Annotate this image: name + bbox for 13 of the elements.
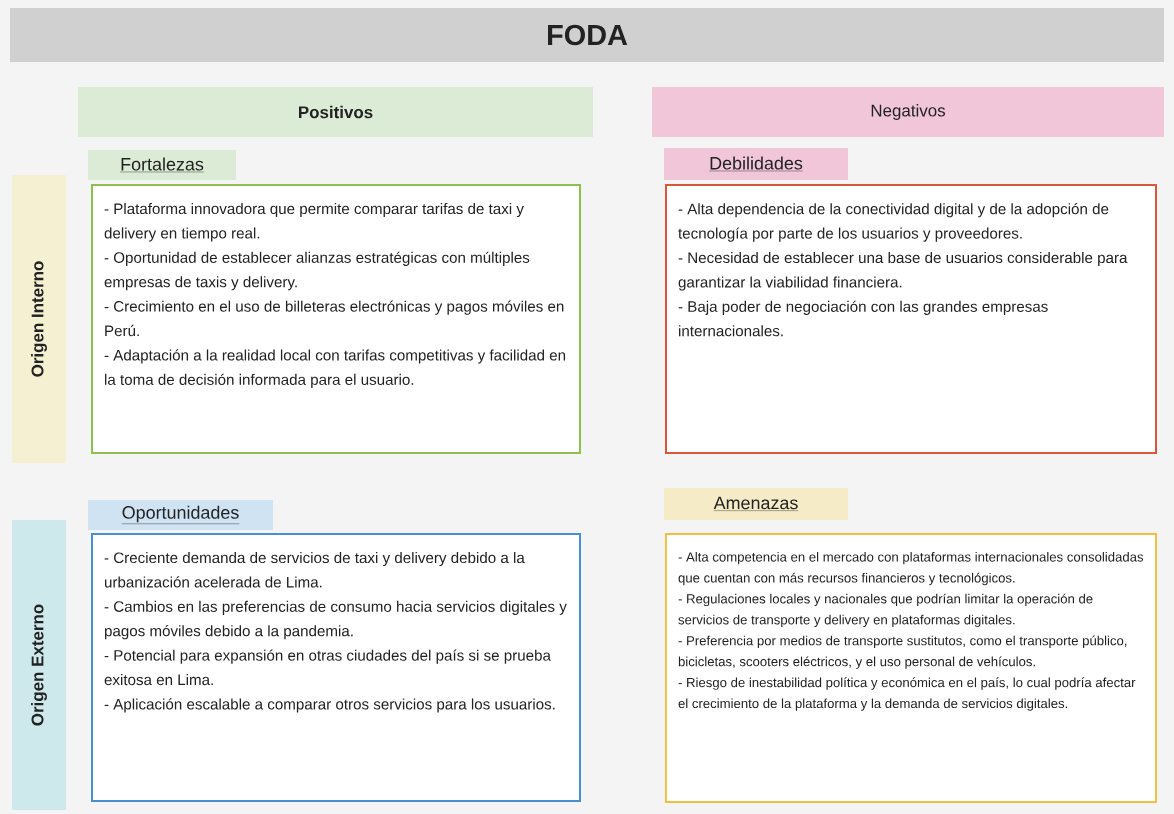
quadrant-box: Oportunidades - Creciente demanda de servicios de taxi y delivery debido a la urbanización acelerada de Lima. - Cambios en las preferencias de consumo hacia servicios digitales y pagos móviles debido a la pandemia. - Potencial para expansión en otras ciudades del país si se prueba exitosa en Lima. - Aplicación escalable a comparar otros servicios para los usuarios. <box>88 500 581 802</box>
quadrant-box: Amenazas - Alta competencia en el mercado con plataformas internacionales consolidadas que cuentan con más recursos financieros y tecnológicos. - Regulaciones locales y nacionales que podrían limitar la operación de servicios de transporte y delivery en plataformas digitales. - Preferencia por medios de transporte sustitutos, como el transporte público, bicicletas, scooters eléctricos, y el uso personal de vehículos. - Riesgo de inestabilidad política y económica en el país, lo cual podría afectar el crecimiento de la plataforma y la demanda de servicios digitales. <box>664 488 1157 803</box>
node-label: Debilidades <box>710 156 803 170</box>
node-label: Amenazas <box>713 496 798 510</box>
column-header: Negativos <box>652 87 1164 137</box>
quadrant-box: Debilidades - Alta dependencia de la conectividad digital y de la adopción de tecnología por parte de los usuarios y proveedores. - Necesidad de establecer una base de usuarios considerable para garantizar la viabilidad financiera. - Baja poder de negociación con las grandes empresas internacionales. <box>664 148 1157 454</box>
node-label: Fortalezas <box>121 157 204 171</box>
row-header: Origen Externo <box>12 520 66 810</box>
row-header: Origen Interno <box>12 175 66 463</box>
node-label: Oportunidades <box>122 505 239 523</box>
title-bar: FODA <box>10 8 1164 62</box>
quadrant-box: Fortalezas - Plataforma innovadora que permite comparar tarifas de taxi y delivery en tiempo real. - Oportunidad de establecer alianzas estratégicas con múltiples empresas de taxis y delivery. - Crecimiento en el uso de billeteras electrónicas y pagos móviles en Perú. - Adaptación a la realidad local con tarifas competitivas y facilidad en la toma de decisión informada para el usuario. <box>88 150 581 454</box>
column-header: Positivos <box>78 87 593 137</box>
